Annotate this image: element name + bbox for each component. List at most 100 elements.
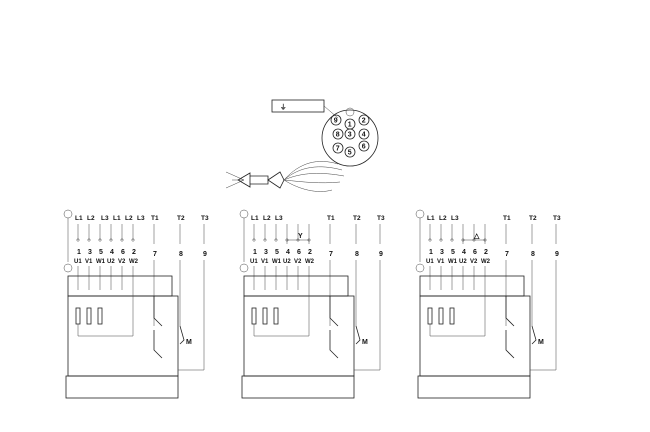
thermal-number: 9 bbox=[379, 251, 383, 258]
ground-icon bbox=[239, 209, 249, 219]
motor-label: M bbox=[186, 339, 192, 346]
connector-pin-label: 6 bbox=[362, 144, 366, 151]
thermal-switch bbox=[329, 296, 339, 359]
thermal-label-t1: T1 bbox=[151, 215, 159, 222]
thermal-number: 9 bbox=[203, 251, 207, 258]
terminal-name-w2: W2 bbox=[129, 259, 139, 265]
terminal-number: 6 bbox=[297, 249, 301, 256]
connector-pin-label: 4 bbox=[362, 132, 366, 139]
motor-winding bbox=[438, 307, 444, 325]
motor-label: M bbox=[362, 339, 368, 346]
terminal-point bbox=[87, 238, 91, 242]
supply-label-l1: L1 bbox=[251, 215, 259, 222]
motor-label: M bbox=[538, 339, 544, 346]
terminal-name-u1: U1 bbox=[426, 259, 434, 265]
connector-pin-8 bbox=[332, 128, 344, 140]
terminal-point bbox=[131, 238, 135, 242]
terminal-name-v1: V1 bbox=[85, 259, 93, 265]
connector-pin-6 bbox=[358, 140, 370, 152]
thermal-label-t1: T1 bbox=[503, 215, 511, 222]
thermal-number: 8 bbox=[179, 251, 183, 258]
terminal-point bbox=[109, 238, 113, 242]
terminal-number: 2 bbox=[484, 249, 488, 256]
cable-wire-4 bbox=[283, 179, 341, 184]
terminal-name-v1: V1 bbox=[437, 259, 445, 265]
thermal-label-t3: T3 bbox=[377, 215, 385, 222]
motor-winding bbox=[75, 307, 81, 325]
terminal-number: 1 bbox=[429, 249, 433, 256]
thermal-label-t1: T1 bbox=[327, 215, 335, 222]
thermal-return bbox=[354, 296, 381, 371]
terminal-number: 1 bbox=[77, 249, 81, 256]
supply-label-l3: L3 bbox=[101, 215, 109, 222]
motor-switch bbox=[179, 325, 185, 345]
connector-pin-label: 2 bbox=[362, 118, 366, 125]
connector-pin-7 bbox=[332, 142, 344, 154]
supply-label-l2: L2 bbox=[125, 215, 133, 222]
motor-winding bbox=[97, 307, 103, 325]
connection-symbol: △ bbox=[473, 233, 480, 240]
connector-pin-3 bbox=[344, 128, 356, 140]
motor-base bbox=[65, 375, 179, 399]
motor-winding bbox=[86, 307, 92, 325]
thermal-number: 7 bbox=[505, 251, 509, 258]
cable-wire-3 bbox=[283, 173, 345, 181]
terminal-point bbox=[428, 238, 432, 242]
thermal-switch bbox=[505, 296, 515, 359]
supply-label-l3: L3 bbox=[275, 215, 283, 222]
motor-winding bbox=[262, 307, 268, 325]
cable-wire-5 bbox=[283, 179, 333, 192]
winding-return bbox=[77, 290, 134, 337]
terminal-point bbox=[439, 238, 443, 242]
thermal-label-t2: T2 bbox=[529, 215, 537, 222]
connector-pin-9 bbox=[330, 114, 342, 126]
supply-label-l2: L2 bbox=[439, 215, 447, 222]
terminal-name-w1: W1 bbox=[448, 259, 458, 265]
supply-label-l3: L3 bbox=[137, 215, 145, 222]
supply-label-l1: L1 bbox=[113, 215, 121, 222]
winding-return bbox=[253, 290, 310, 337]
terminal-number: 2 bbox=[132, 249, 136, 256]
connector-ground-pin bbox=[345, 107, 355, 117]
terminal-name-w2: W2 bbox=[481, 259, 491, 265]
connector-pin-2 bbox=[358, 114, 370, 126]
terminal-name-w1: W1 bbox=[96, 259, 106, 265]
supply-label-l1: L1 bbox=[427, 215, 435, 222]
winding-return bbox=[429, 290, 486, 337]
terminal-name-v2: V2 bbox=[118, 259, 126, 265]
thermal-number: 7 bbox=[329, 251, 333, 258]
terminal-name-v2: V2 bbox=[470, 259, 478, 265]
terminal-number: 5 bbox=[451, 249, 455, 256]
ground-icon bbox=[415, 263, 425, 273]
thermal-return bbox=[530, 296, 557, 371]
terminal-number: 4 bbox=[286, 249, 290, 256]
motor-switch bbox=[355, 325, 361, 345]
motor-winding bbox=[273, 307, 279, 325]
terminal-point bbox=[450, 238, 454, 242]
terminal-name-w2: W2 bbox=[305, 259, 315, 265]
thermal-switch bbox=[153, 296, 163, 359]
connection-symbol: Y bbox=[298, 233, 303, 240]
thermal-label-t3: T3 bbox=[553, 215, 561, 222]
motor-base bbox=[417, 375, 531, 399]
cable-connector-body bbox=[267, 171, 285, 189]
ground-icon bbox=[239, 263, 249, 273]
terminal-name-u2: U2 bbox=[459, 259, 467, 265]
terminal-number: 6 bbox=[473, 249, 477, 256]
thermal-label-t2: T2 bbox=[353, 215, 361, 222]
connector-outer-circle bbox=[321, 109, 379, 167]
terminal-number: 4 bbox=[110, 249, 114, 256]
terminal-number: 1 bbox=[253, 249, 257, 256]
bridge-link bbox=[286, 239, 310, 244]
terminal-number: 3 bbox=[440, 249, 444, 256]
terminal-point bbox=[120, 238, 124, 242]
terminal-number: 5 bbox=[275, 249, 279, 256]
terminal-name-u1: U1 bbox=[74, 259, 82, 265]
terminal-name-u1: U1 bbox=[250, 259, 258, 265]
terminal-point bbox=[252, 238, 256, 242]
